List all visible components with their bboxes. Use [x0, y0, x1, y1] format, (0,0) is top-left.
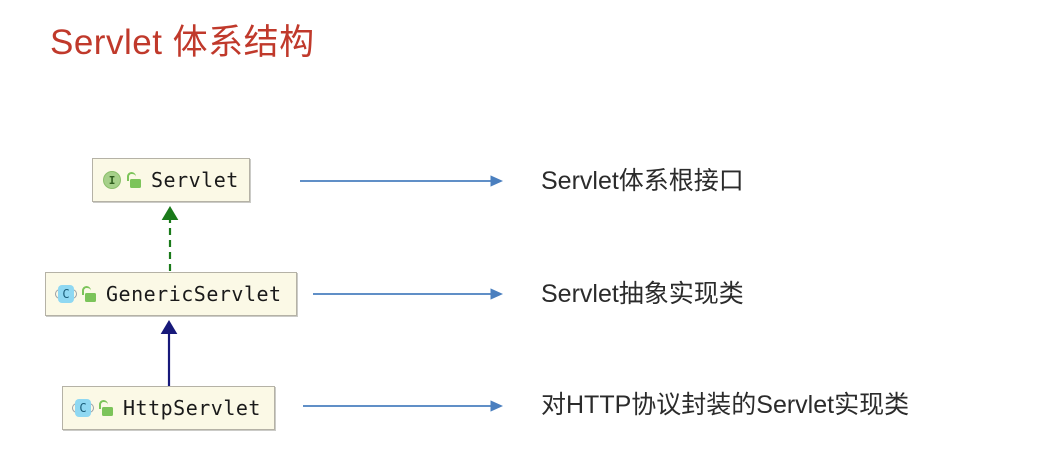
class-box-label: GenericServlet — [106, 282, 282, 306]
class-icon: C — [55, 284, 77, 304]
unlocked-padlock-icon — [127, 171, 142, 189]
class-icon: C — [72, 398, 94, 418]
class-box-label: Servlet — [151, 168, 239, 192]
interface-icon-letter: I — [108, 173, 116, 187]
class-icon-letter: C — [62, 287, 70, 301]
class-box-httpservlet[interactable]: C HttpServlet — [62, 386, 275, 430]
interface-icon: I — [102, 170, 122, 190]
unlocked-padlock-icon — [82, 285, 97, 303]
annotation-genericservlet: Servlet抽象实现类 — [541, 280, 744, 308]
page-title: Servlet 体系结构 — [50, 23, 315, 62]
annotation-servlet: Servlet体系根接口 — [541, 167, 744, 195]
class-box-genericservlet[interactable]: C GenericServlet — [45, 272, 297, 316]
class-box-servlet[interactable]: I Servlet — [92, 158, 250, 202]
unlocked-padlock-icon — [99, 399, 114, 417]
annotation-httpservlet: 对HTTP协议封装的Servlet实现类 — [541, 391, 910, 419]
class-box-label: HttpServlet — [123, 396, 261, 420]
class-icon-letter: C — [79, 401, 87, 415]
